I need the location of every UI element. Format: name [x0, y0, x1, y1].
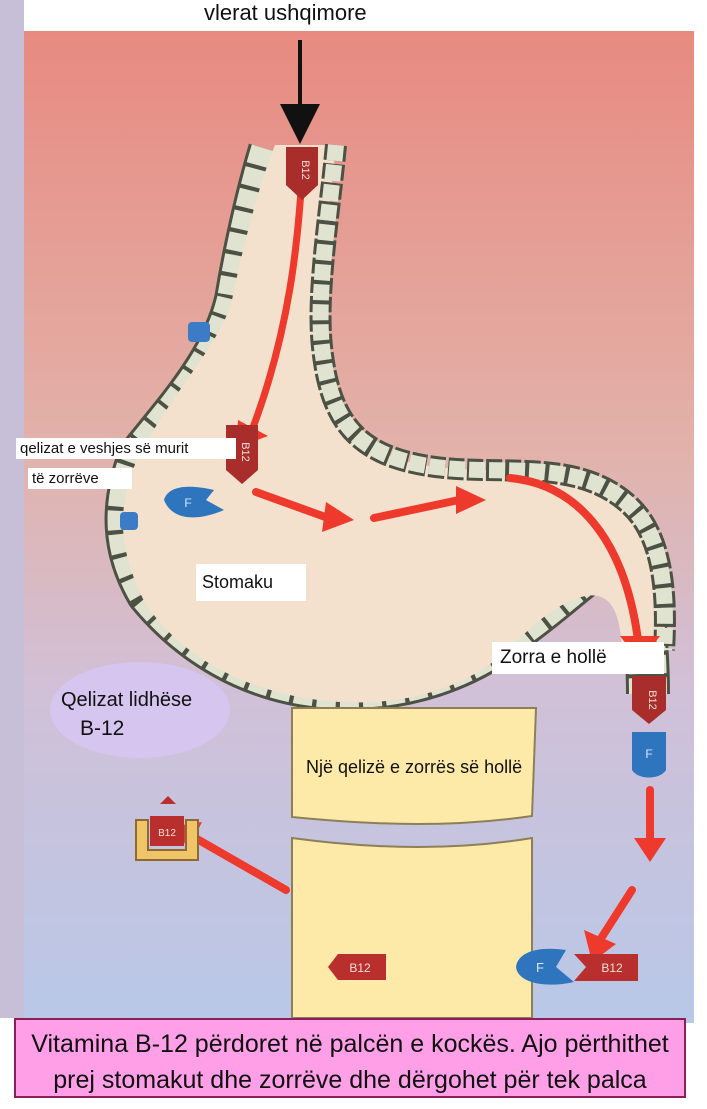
factor-bottom-text: F	[536, 960, 544, 975]
input-label: vlerat ushqimore	[204, 0, 367, 26]
wall-blue-cell-upper	[188, 322, 210, 342]
caption-box: Vitamina B-12 përdoret në palcën e kockë…	[14, 1018, 686, 1098]
factor-tag-intestine: F	[632, 732, 666, 778]
intestine-cell-bottom-shape	[292, 838, 532, 1018]
factor-tag-stomach-text: F	[184, 496, 191, 510]
wall-cells-label-line2: të zorrëve	[28, 468, 132, 489]
left-shadow-strip	[0, 0, 24, 1018]
b12-bottom-text: B12	[601, 961, 623, 975]
b12-tag-entry-text: B12	[299, 160, 311, 180]
b12-tag-intestine-text: B12	[646, 690, 658, 710]
stomach-label: Stomaku	[196, 564, 306, 601]
b12-tag-cell-exit-text: B12	[349, 961, 371, 975]
wall-blue-cell-lower	[120, 512, 138, 530]
binding-cells-label-line1: Qelizat lidhëse	[61, 688, 192, 712]
b12-tag-cell-exit: B12	[328, 954, 386, 980]
binding-cells-label-line2: B-12	[80, 716, 124, 741]
b12-tag-stomach-text: B12	[239, 442, 251, 462]
caption-text: Vitamina B-12 përdoret në palcën e kockë…	[26, 1026, 674, 1099]
intestine-cell-bottom	[292, 838, 532, 1018]
intestine-cell-label: Një qelizë e zorrës së hollë	[306, 755, 538, 779]
wall-cells-label-line1: qelizat e veshjes së murit	[16, 438, 236, 459]
binding-cell-b12-text: B12	[158, 828, 176, 839]
factor-tag-intestine-text: F	[645, 747, 652, 761]
small-intestine-label: Zorra e hollë	[492, 642, 664, 674]
